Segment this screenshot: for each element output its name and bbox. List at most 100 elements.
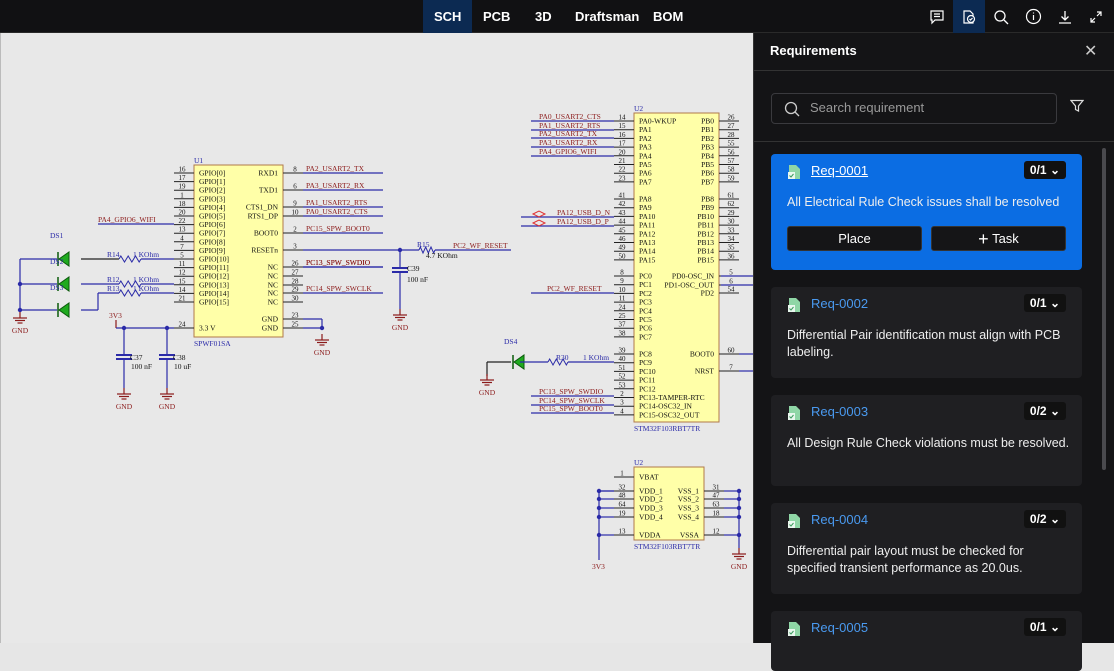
task-count-dropdown[interactable]: 0/1 ⌄ (1023, 161, 1066, 179)
fullscreen-icon[interactable] (1080, 0, 1112, 33)
pin-number: 53 (619, 381, 627, 389)
requirement-card[interactable]: Req-0002 0/1 ⌄ Differential Pair identif… (771, 287, 1082, 378)
tab-bom[interactable]: BOM (653, 9, 684, 24)
pin-label: CTS1_DN (246, 203, 279, 212)
requirements-panel: Requirements ✕ Req-0001 0/1 ⌄ All Electr… (753, 33, 1114, 671)
resistor-icon (118, 280, 142, 288)
chevron-down-icon: ⌄ (1049, 620, 1060, 634)
pin-number: 37 (619, 321, 627, 329)
pin-number: 30 (292, 295, 300, 303)
pin-number: 10 (292, 209, 300, 217)
tab-3d[interactable]: 3D (535, 9, 552, 24)
pin-number: 21 (619, 157, 627, 165)
pin-number: 59 (728, 174, 736, 182)
requirement-id-link[interactable]: Req-0003 (811, 404, 869, 419)
search-requirement-input[interactable] (810, 100, 1050, 115)
requirement-id-link[interactable]: Req-0005 (811, 620, 869, 635)
component-part: STM32F103RBT7TR (634, 542, 700, 551)
task-count: 0/2 (1029, 512, 1047, 526)
pin-number: 2 (293, 226, 297, 234)
pin-number: 64 (619, 501, 627, 509)
pin-label: VDD_3 (639, 504, 663, 513)
net-label: PC2_WF_RESET (547, 284, 602, 293)
pin-number: 14 (619, 114, 627, 122)
pin-label: GND (262, 324, 279, 333)
pin-number: 23 (619, 174, 627, 182)
net-label: PC14_SPW_SWCLK (539, 396, 605, 405)
info-icon[interactable] (1017, 0, 1049, 33)
requirement-card[interactable]: Req-0003 0/2 ⌄ All Design Rule Check vio… (771, 395, 1082, 486)
add-task-label: Task (992, 231, 1019, 246)
requirement-id-link[interactable]: Req-0001 (811, 163, 869, 178)
add-task-button[interactable]: + Task (931, 226, 1066, 251)
pin-label: NC (268, 298, 278, 307)
pin-label: PB3 (701, 143, 714, 152)
requirement-doc-icon (788, 514, 800, 528)
gnd-label: GND (314, 348, 331, 357)
tab-pcb[interactable]: PCB (483, 9, 511, 24)
download-icon[interactable] (1049, 0, 1081, 33)
net-label: PC13_SPW_SWDIO (306, 258, 371, 267)
pin-label: GPIO[7] (199, 229, 225, 238)
pin-number: 39 (619, 347, 627, 355)
pin-label: PA2 (639, 134, 652, 143)
resistor-value: 1 KOhm (133, 284, 159, 293)
pin-label: PB5 (701, 160, 714, 169)
pin-label: GND (262, 315, 279, 324)
pin-number: 10 (619, 286, 627, 294)
requirement-doc-icon (788, 165, 800, 179)
task-count-dropdown[interactable]: 0/2 ⌄ (1023, 402, 1066, 420)
close-icon[interactable]: ✕ (1084, 43, 1098, 60)
pin-number: 52 (619, 373, 627, 381)
tab-sch[interactable]: SCH (423, 0, 473, 33)
pin-number: 11 (619, 295, 626, 303)
chevron-down-icon: ⌄ (1049, 163, 1060, 177)
pin-label: PB10 (697, 212, 714, 221)
place-button[interactable]: Place (787, 226, 922, 251)
gnd-label: GND (392, 323, 409, 332)
pin-label: PB12 (697, 229, 714, 238)
task-count-dropdown[interactable]: 0/1 ⌄ (1023, 618, 1066, 636)
pin-label: VSS_2 (678, 495, 700, 504)
search-icon[interactable] (985, 0, 1017, 33)
component-u2 (633, 112, 720, 423)
net-label: PC14_SPW_SWCLK (306, 284, 372, 293)
requirement-card[interactable]: Req-0001 0/1 ⌄ All Electrical Rule Check… (771, 154, 1082, 270)
task-count-dropdown[interactable]: 0/2 ⌄ (1023, 510, 1066, 528)
pin-number: 18 (713, 510, 721, 518)
pin-number: 24 (179, 321, 187, 329)
pin-number: 17 (619, 140, 627, 148)
pin-label: PC15-OSC32_OUT (639, 410, 700, 419)
filter-icon[interactable] (1070, 99, 1084, 113)
pin-label: RESETn (251, 246, 278, 255)
requirement-card[interactable]: Req-0005 0/1 ⌄ (771, 611, 1082, 671)
pin-number: 50 (619, 252, 627, 260)
task-count-dropdown[interactable]: 0/1 ⌄ (1023, 294, 1066, 312)
requirement-id-link[interactable]: Req-0004 (811, 512, 869, 527)
resistor-icon (547, 357, 569, 367)
requirement-card[interactable]: Req-0004 0/2 ⌄ Differential pair layout … (771, 503, 1082, 594)
pin-number: 26 (728, 114, 736, 122)
search-box[interactable] (771, 93, 1057, 124)
requirements-icon[interactable] (953, 0, 985, 33)
pin-label: VDDA (639, 531, 661, 540)
comments-icon[interactable] (921, 0, 953, 33)
requirement-id-link[interactable]: Req-0002 (811, 296, 869, 311)
junction (319, 325, 325, 331)
tab-draftsman[interactable]: Draftsman (575, 9, 640, 24)
scrollbar[interactable] (1102, 148, 1106, 470)
net-label: PA12_USB_D_N (557, 208, 611, 217)
pin-label: GPIO[5] (199, 212, 225, 221)
pin-label: PB11 (698, 221, 715, 230)
task-count: 0/2 (1029, 404, 1047, 418)
pin-number: 43 (619, 209, 627, 217)
requirement-description: Differential Pair identification must al… (787, 328, 1061, 359)
net-label: PA2_USART2_TX (306, 164, 365, 173)
pin-label: GPIO[10] (199, 255, 229, 264)
pin-label: PC11 (639, 376, 656, 385)
diff-pair-icon (531, 210, 547, 218)
resistor-ref: R13 (107, 284, 120, 293)
pin-number: 30 (728, 218, 736, 226)
pin-number: 22 (619, 166, 627, 174)
